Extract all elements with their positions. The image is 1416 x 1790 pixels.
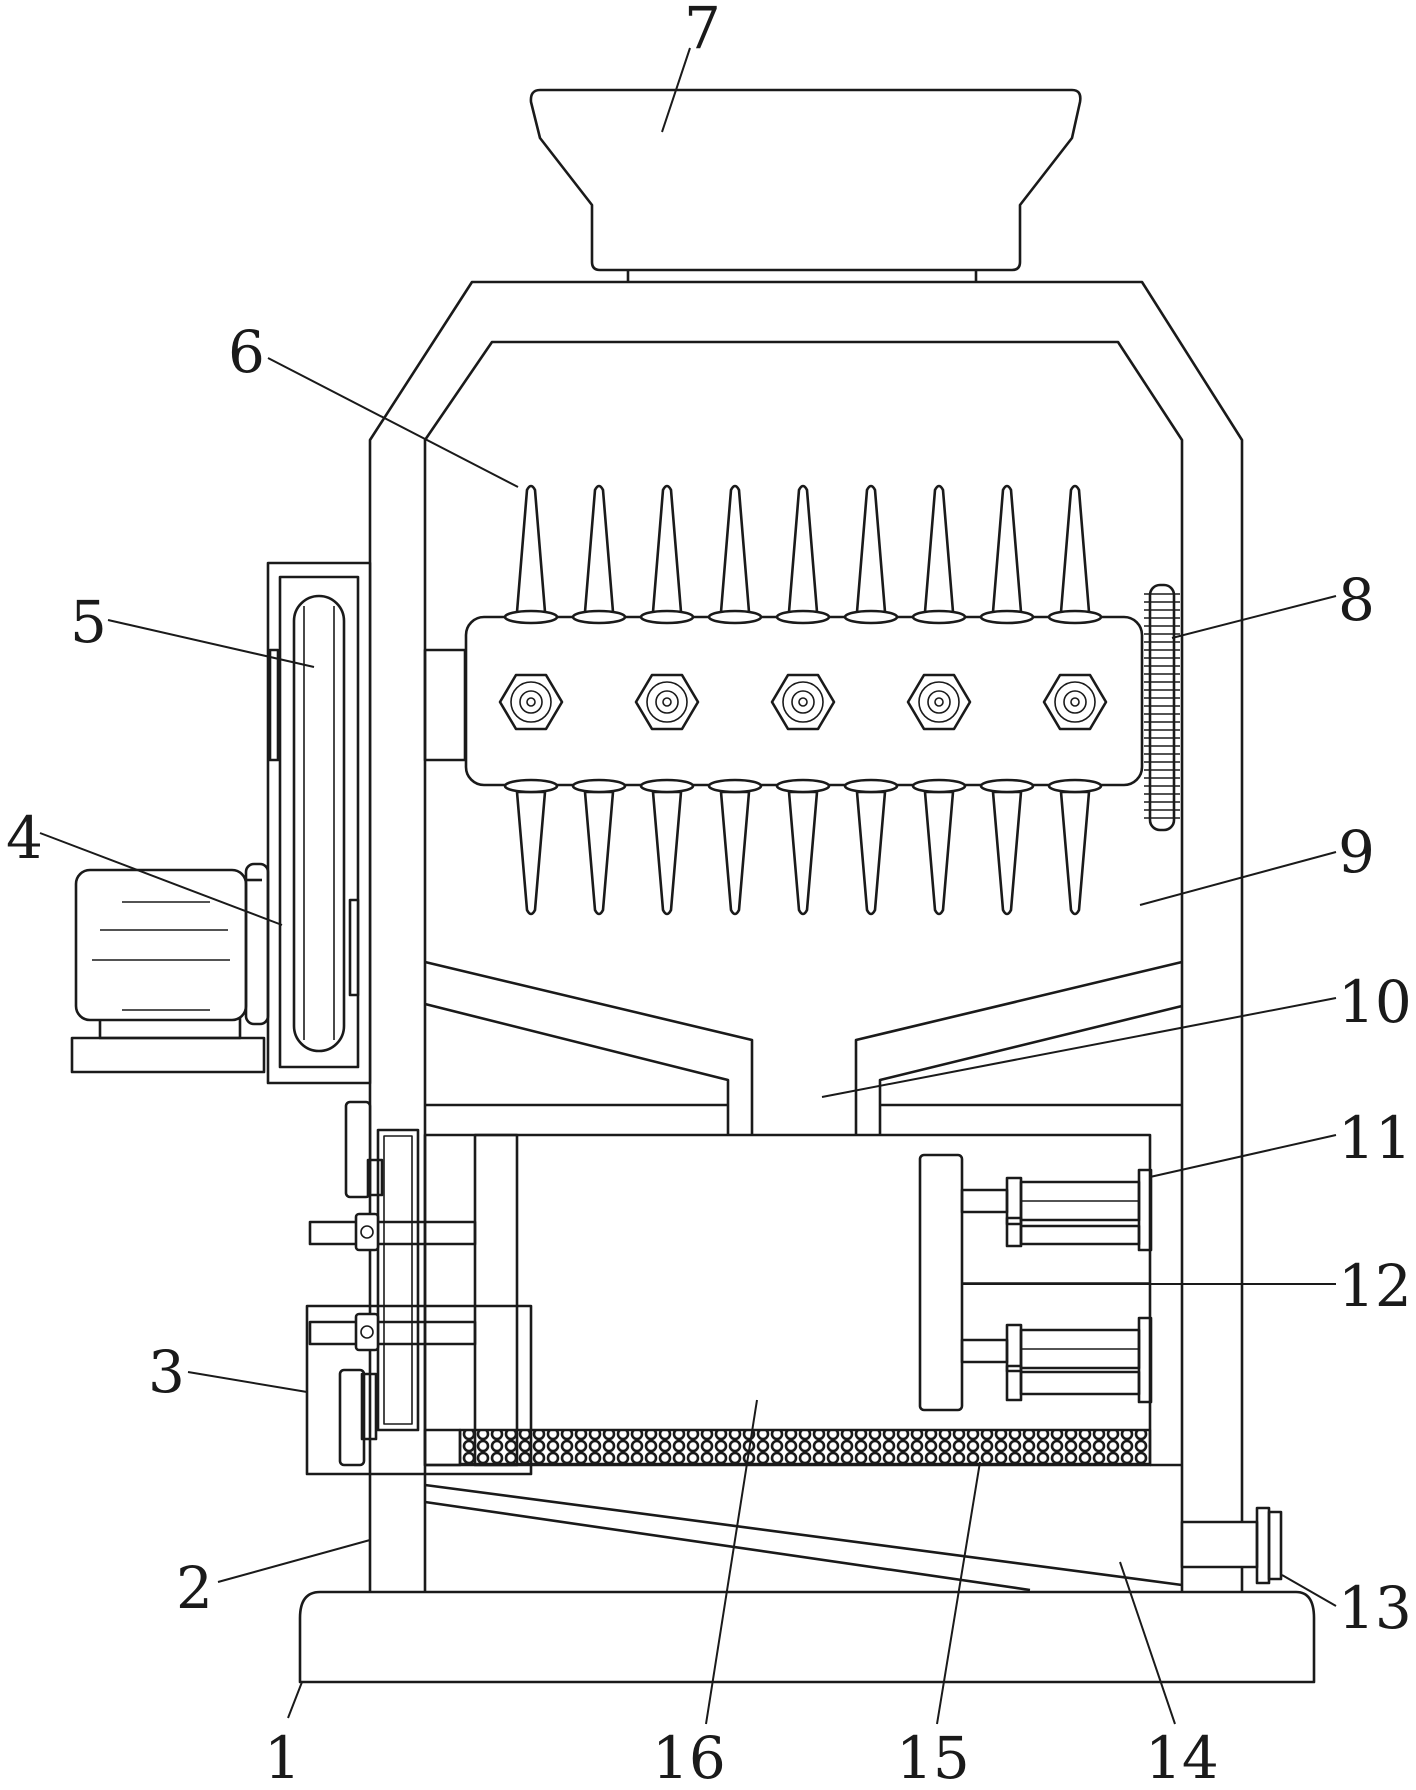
label-10: 10 — [1338, 968, 1412, 1036]
bolt-ring — [1054, 681, 1096, 723]
tooth-base — [571, 609, 627, 625]
tooth-lower — [651, 790, 683, 916]
vibration-mechanism — [305, 1100, 533, 1476]
label-4: 4 — [6, 804, 43, 872]
cylinder-lower — [960, 1316, 1153, 1404]
label-1: 1 — [264, 1724, 301, 1790]
tooth-lower — [1059, 790, 1091, 916]
tooth-lower — [719, 790, 751, 916]
label-13: 13 — [1338, 1574, 1412, 1642]
bolt-head — [906, 673, 972, 731]
tooth-base — [843, 778, 899, 794]
filter-mesh — [458, 1428, 1152, 1466]
bolt-ring — [655, 690, 679, 714]
bolt-ring — [1063, 690, 1087, 714]
leader-lines — [39, 47, 1337, 1725]
tooth-base — [775, 609, 831, 625]
tooth-upper — [651, 484, 683, 614]
label-2: 2 — [176, 1554, 213, 1622]
bolt-ring — [646, 681, 688, 723]
tooth-base — [843, 609, 899, 625]
tooth-base — [707, 778, 763, 794]
tooth-upper — [787, 484, 819, 614]
tooth-lower — [787, 790, 819, 916]
tooth-base — [571, 778, 627, 794]
label-5: 5 — [70, 588, 107, 656]
bolt-core — [934, 697, 944, 707]
tooth-upper — [583, 484, 615, 614]
outlet-pipe — [1180, 1506, 1283, 1585]
tooth-upper — [719, 484, 751, 614]
base-plate — [298, 1590, 1316, 1684]
bolt-core — [798, 697, 808, 707]
bolt-core — [1070, 697, 1080, 707]
tooth-base — [775, 778, 831, 794]
feed-hopper — [529, 88, 1082, 282]
bolt-core — [662, 697, 672, 707]
tooth-base — [503, 778, 559, 794]
label-9: 9 — [1338, 818, 1375, 886]
bolt-core — [526, 697, 536, 707]
tooth-base — [979, 778, 1035, 794]
press-assembly — [918, 1153, 1153, 1412]
bolt-head — [634, 673, 700, 731]
label-12: 12 — [1338, 1252, 1412, 1320]
tooth-upper — [1059, 484, 1091, 614]
tooth-lower — [991, 790, 1023, 916]
bolt-head — [1042, 673, 1108, 731]
tooth-base — [639, 609, 695, 625]
tooth-base — [911, 778, 967, 794]
tooth-lower — [583, 790, 615, 916]
label-11: 11 — [1338, 1104, 1412, 1172]
tooth-upper — [991, 484, 1023, 614]
label-7: 7 — [684, 0, 721, 62]
tooth-upper — [855, 484, 887, 614]
label-8: 8 — [1338, 566, 1375, 634]
tooth-upper — [515, 484, 547, 614]
label-6: 6 — [228, 318, 265, 386]
tooth-base — [503, 609, 559, 625]
tooth-base — [979, 609, 1035, 625]
reference-numerals: 7 6 5 4 8 9 10 11 12 13 14 15 16 1 2 3 — [6, 0, 1412, 1790]
bolt-ring — [782, 681, 824, 723]
label-3: 3 — [148, 1338, 185, 1406]
funnel-guide — [424, 960, 1183, 1135]
tooth-lower — [923, 790, 955, 916]
crushing-roller — [423, 484, 1180, 916]
bolt-ring — [927, 690, 951, 714]
bolt-head — [770, 673, 836, 731]
tooth-base — [911, 609, 967, 625]
discharge-slope — [424, 1483, 1183, 1592]
tooth-upper — [923, 484, 955, 614]
bolt-ring — [519, 690, 543, 714]
tooth-base — [1047, 609, 1103, 625]
tooth-lower — [515, 790, 547, 916]
label-16: 16 — [652, 1724, 726, 1790]
bolt-head — [498, 673, 564, 731]
bolt-ring — [791, 690, 815, 714]
tooth-base — [639, 778, 695, 794]
label-14: 14 — [1145, 1724, 1219, 1790]
screen-box — [423, 1133, 1182, 1467]
cylinder-upper — [960, 1168, 1153, 1252]
bolt-ring — [918, 681, 960, 723]
label-15: 15 — [896, 1724, 970, 1790]
belt-drive — [266, 561, 372, 1085]
tooth-lower — [855, 790, 887, 916]
motor — [70, 862, 270, 1074]
bolt-ring — [510, 681, 552, 723]
tooth-base — [707, 609, 763, 625]
tooth-base — [1047, 778, 1103, 794]
gear — [1144, 583, 1180, 832]
